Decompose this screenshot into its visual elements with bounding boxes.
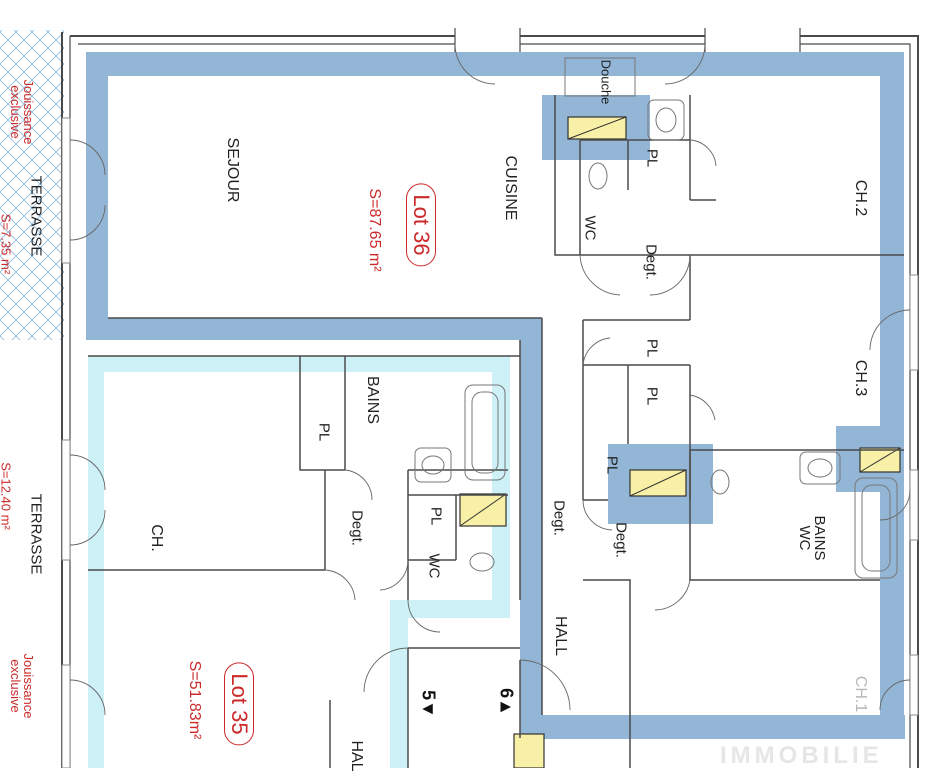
room-label-wc-2: WC [425,553,443,579]
lot35-band [88,356,510,768]
room-label-pl-3: PL [643,386,661,406]
terrace-bottom-jouissance: Jouissance exclusive [8,653,36,719]
room-label-degt-2: Degt. [612,522,630,558]
terrace-hatch [0,30,64,340]
room-label-ch1: CH.1 [852,675,869,713]
room-label-ch2: CH.2 [852,179,869,217]
room-label-pl-1: PL [643,148,661,168]
room-label-ch3: CH.3 [852,359,869,397]
room-label-sejour: SEJOUR [224,137,241,203]
bains-text: BAINS [811,515,828,561]
room-label-bains-wc: BAINS WC [796,515,828,561]
room-label-ch: CH. [148,524,165,552]
room-label-douche: Douche [598,59,614,105]
terrace-top-area: S=7.35 m² [0,213,14,275]
wc-text: WC [796,525,813,551]
lot36-tag: Lot 36 [406,183,436,267]
watermark: IMMOBILIE [720,742,883,769]
terrace-label-bottom: TERRASSE [27,493,45,575]
lot36-area: S=87.65 m² [366,188,383,272]
terrace-top-jouissance: Jouissance exclusive [8,79,36,145]
lot35-area: S=51.83m² [186,660,203,740]
lot35-tag: Lot 35 [224,662,254,746]
room-label-pl-6: PL [427,506,445,526]
room-label-pl-4: PL [603,455,621,475]
room-label-hall: HALL [552,615,569,657]
lot36-band [86,52,905,739]
terrace-label-top: TERRASSE [27,175,45,257]
room-label-degt-4: Degt. [348,510,366,546]
room-label-wc-1: WC [581,215,599,241]
stair-6-up: 6▲ [496,688,517,716]
exterior-walls [61,28,919,768]
room-label-bains: BAINS [364,375,381,425]
room-label-pl-5: PL [315,422,333,442]
room-label-degt-3: Degt. [550,500,568,536]
room-label-hall-cut: HAL [348,740,365,772]
room-label-cuisine: CUISINE [502,155,519,221]
terrace-bottom-area: S=12.40 m² [0,462,14,530]
room-label-pl-2: PL [643,338,661,358]
room-label-degt-1: Degt. [642,244,660,280]
stair-5-down: 5▼ [418,690,439,718]
